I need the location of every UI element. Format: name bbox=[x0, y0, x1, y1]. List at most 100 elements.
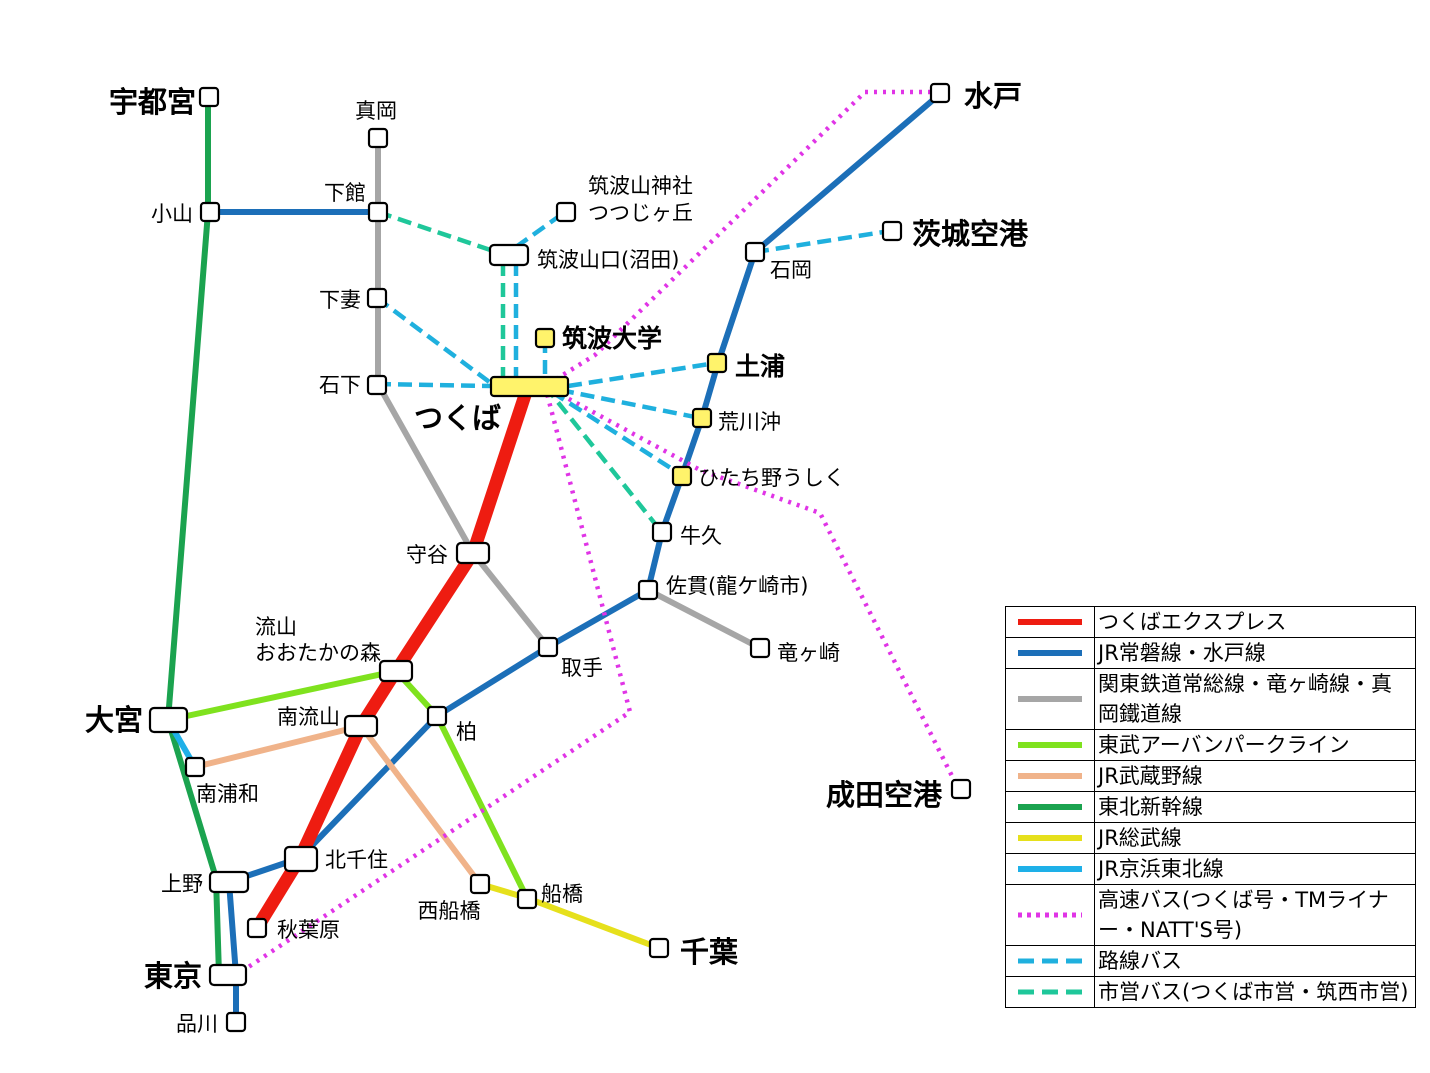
station-utsunomiya[interactable] bbox=[198, 86, 220, 108]
legend-swatch bbox=[1018, 742, 1082, 748]
legend-swatch bbox=[1018, 835, 1082, 841]
route-bus-arakawaoki bbox=[559, 387, 701, 421]
label-kashiwa: 柏 bbox=[456, 720, 477, 744]
legend-swatch bbox=[1018, 619, 1082, 625]
legend-label: JR常磐線・水戸線 bbox=[1094, 637, 1416, 669]
station-toride[interactable] bbox=[537, 636, 559, 658]
legend-swatch bbox=[1018, 989, 1082, 995]
label-funabashi: 船橋 bbox=[541, 882, 583, 906]
station-tokyo[interactable] bbox=[208, 963, 248, 987]
label-tsukubasanguchi: 筑波山口(沼田) bbox=[537, 248, 679, 272]
station-moriya[interactable] bbox=[455, 541, 491, 565]
station-shinagawa[interactable] bbox=[225, 1011, 247, 1033]
legend-swatch bbox=[1018, 804, 1082, 810]
station-ibaraki-airport[interactable] bbox=[881, 220, 903, 242]
station-nagareyama-otakanomori[interactable] bbox=[378, 659, 414, 683]
station-narita-airport[interactable] bbox=[950, 778, 972, 800]
legend-label: 路線バス bbox=[1094, 945, 1416, 977]
legend-swatch bbox=[1018, 958, 1082, 964]
route-bus-ishige bbox=[376, 381, 493, 389]
legend-label: 高速バス(つくば号・TMライナー・NATT'S号) bbox=[1094, 884, 1416, 946]
label-ishioka: 石岡 bbox=[770, 258, 812, 282]
label-shinagawa: 品川 bbox=[176, 1012, 218, 1036]
legend-swatch-cell bbox=[1005, 637, 1095, 669]
label-ryugasaki: 竜ヶ崎 bbox=[777, 641, 840, 665]
station-akihabara[interactable] bbox=[246, 917, 268, 939]
station-hitachino-ushiku[interactable] bbox=[671, 465, 693, 487]
label-tsukubasan-jinja: 筑波山神社 bbox=[588, 174, 693, 198]
station-omiya[interactable] bbox=[148, 706, 189, 734]
legend-swatch-cell bbox=[1005, 668, 1095, 730]
label-oyama: 小山 bbox=[151, 202, 193, 226]
station-tsukuba-univ[interactable] bbox=[534, 327, 556, 349]
label-moriya: 守谷 bbox=[406, 543, 448, 567]
label-tsukuba-univ: 筑波大学 bbox=[562, 324, 662, 353]
legend-swatch-cell bbox=[1005, 976, 1095, 1008]
legend-label: 東武アーバンパークライン bbox=[1094, 729, 1416, 761]
legend-swatch bbox=[1018, 773, 1082, 779]
label-chiba: 千葉 bbox=[680, 935, 739, 969]
station-minami-urawa[interactable] bbox=[184, 756, 206, 778]
joban-line bbox=[226, 91, 943, 1025]
legend-row: JR武蔵野線 bbox=[1005, 760, 1416, 792]
legend-row: 高速バス(つくば号・TMライナー・NATT'S号) bbox=[1005, 884, 1416, 946]
legend-swatch-cell bbox=[1005, 945, 1095, 977]
station-tsukuba[interactable] bbox=[489, 375, 570, 398]
station-tsutsujigaoka[interactable] bbox=[555, 201, 577, 223]
route-bus-ibaraki-airport bbox=[754, 228, 891, 255]
legend-row: 関東鉄道常総線・竜ヶ崎線・真岡鐵道線 bbox=[1005, 668, 1416, 730]
station-ueno[interactable] bbox=[208, 870, 250, 894]
legend-label: 市営バス(つくば市営・筑西市営) bbox=[1094, 976, 1416, 1008]
label-tsukuba: つくば bbox=[414, 401, 501, 435]
legend-row: 市営バス(つくば市営・筑西市営) bbox=[1005, 976, 1416, 1008]
label-toride: 取手 bbox=[561, 656, 603, 680]
station-kashiwa[interactable] bbox=[426, 705, 448, 727]
station-mito[interactable] bbox=[929, 82, 951, 104]
legend-swatch-cell bbox=[1005, 606, 1095, 638]
station-tsukubasanguchi[interactable] bbox=[488, 243, 530, 267]
station-oyama[interactable] bbox=[199, 201, 221, 223]
station-sanuki[interactable] bbox=[637, 579, 659, 601]
station-funabashi[interactable] bbox=[516, 888, 538, 910]
station-mooka[interactable] bbox=[367, 127, 389, 149]
label-mooka: 真岡 bbox=[355, 99, 397, 123]
route-bus-tsuchiura bbox=[567, 360, 717, 389]
legend-swatch-cell bbox=[1005, 853, 1095, 885]
legend-row: 東武アーバンパークライン bbox=[1005, 729, 1416, 761]
station-ushiku[interactable] bbox=[651, 521, 673, 543]
label-ushiku: 牛久 bbox=[680, 524, 722, 548]
label-ishige: 石下 bbox=[319, 373, 361, 397]
legend-swatch bbox=[1018, 650, 1082, 656]
legend-label: JR総武線 bbox=[1094, 822, 1416, 854]
station-tsuchiura[interactable] bbox=[706, 352, 728, 374]
legend-swatch-cell bbox=[1005, 884, 1095, 946]
legend-label: 東北新幹線 bbox=[1094, 791, 1416, 823]
label-tsuchiura: 土浦 bbox=[735, 352, 785, 381]
station-chiba[interactable] bbox=[648, 937, 670, 959]
label-minami-nagareyama: 南流山 bbox=[277, 705, 340, 729]
route-bus-shimotsuma bbox=[375, 296, 494, 386]
label-arakawaoki: 荒川沖 bbox=[718, 410, 781, 434]
label-tokyo: 東京 bbox=[144, 959, 202, 993]
legend-swatch bbox=[1018, 912, 1082, 918]
label-omiya: 大宮 bbox=[85, 703, 143, 737]
station-minami-nagareyama[interactable] bbox=[343, 714, 379, 738]
ryugasaki-line bbox=[645, 587, 763, 651]
legend-row: JR総武線 bbox=[1005, 822, 1416, 854]
label-kita-senju: 北千住 bbox=[325, 848, 388, 872]
legend-swatch-cell bbox=[1005, 729, 1095, 761]
station-kita-senju[interactable] bbox=[283, 845, 319, 873]
station-ryugasaki[interactable] bbox=[749, 637, 771, 659]
legend-label: JR京浜東北線 bbox=[1094, 853, 1416, 885]
station-ishige[interactable] bbox=[366, 374, 388, 396]
label-nagareyama-1: 流山 bbox=[255, 615, 297, 639]
legend-swatch-cell bbox=[1005, 822, 1095, 854]
station-nishi-funabashi[interactable] bbox=[469, 873, 491, 895]
station-shimodate[interactable] bbox=[367, 201, 389, 223]
station-arakawaoki[interactable] bbox=[691, 407, 713, 429]
station-shimotsuma[interactable] bbox=[366, 287, 388, 309]
station-ishioka[interactable] bbox=[744, 241, 766, 263]
legend-swatch-cell bbox=[1005, 760, 1095, 792]
